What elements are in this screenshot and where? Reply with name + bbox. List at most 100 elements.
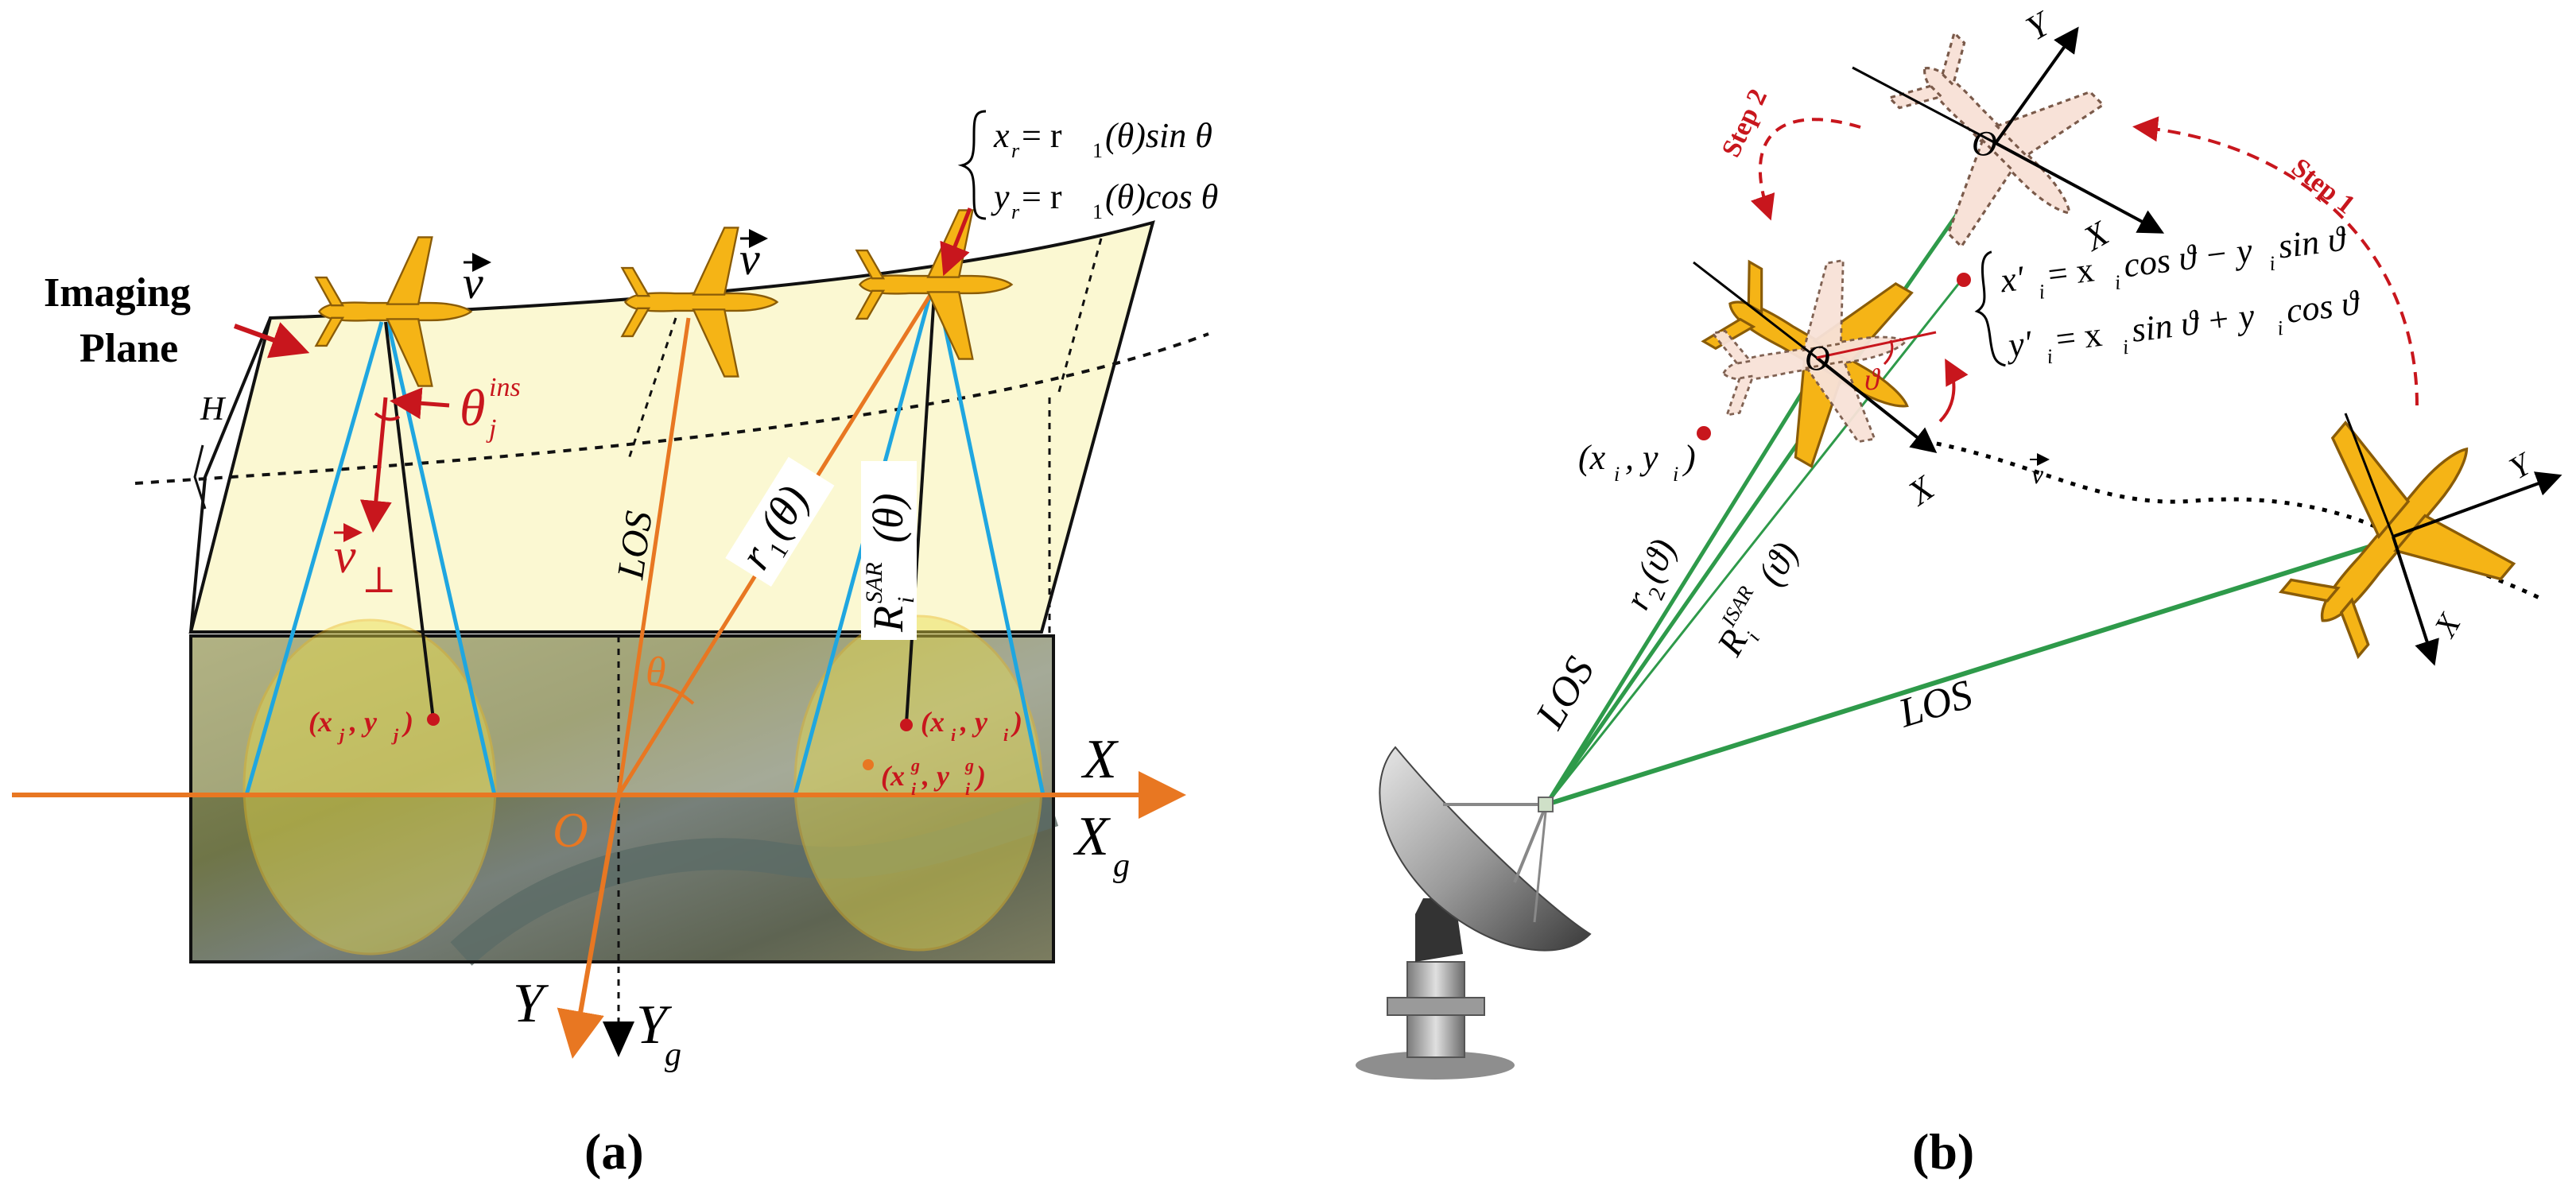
point-xy-b: [1697, 426, 1711, 440]
svg-text:= x: = x: [2046, 250, 2096, 294]
svg-text:R: R: [1709, 622, 1755, 663]
panel-b: Step 1 Step 2 O O Y X X Y X v ϑ (x i , y…: [1356, 0, 2562, 1180]
xr-yr-equations: x r = r 1 (θ)sin θ y r = r 1 (θ)cos θ: [957, 110, 1218, 223]
svg-text:i: i: [1003, 725, 1009, 745]
panel-a: H: [12, 110, 1218, 1180]
svg-text:Y: Y: [636, 994, 673, 1056]
los-label-a: LOS: [609, 509, 661, 583]
step1-label: Step 1: [2286, 153, 2360, 219]
svg-text:i: i: [1614, 463, 1620, 486]
x-right-label: X: [2426, 607, 2468, 644]
axis-y-top: [1994, 26, 2079, 145]
svg-text:): ): [1011, 706, 1022, 738]
svg-text:i: i: [2276, 316, 2285, 340]
svg-text:(θ)sin θ: (θ)sin θ: [1105, 116, 1212, 155]
los-line-a: [616, 317, 691, 796]
imaging-plane-side: [189, 317, 272, 633]
svg-text:r: r: [1011, 139, 1020, 162]
point-eq-b: [1957, 273, 1971, 287]
xg-axis-label: X g: [1073, 806, 1130, 884]
axis-x-top: [1995, 141, 2165, 234]
svg-text:= r: = r: [1022, 177, 1062, 216]
svg-text:v: v: [2031, 460, 2044, 490]
svg-text:1: 1: [1092, 139, 1103, 162]
point-ig-label: (x g i , y g i ): [881, 755, 986, 799]
svg-text:j: j: [337, 725, 345, 745]
height-label: H: [200, 391, 227, 428]
origin-label-a: O: [553, 804, 588, 858]
axis-x-right: [2392, 536, 2439, 666]
svg-text:(ϑ): (ϑ): [1749, 535, 1806, 592]
svg-text:i: i: [951, 725, 956, 745]
theta-label: θ: [646, 649, 666, 695]
origin-top-label: O: [1972, 124, 1997, 163]
theta-mid-label: ϑ: [1864, 363, 1881, 397]
svg-text:): ): [1682, 438, 1696, 477]
theta-ins-label: θ ins j: [460, 373, 521, 444]
svg-text:x: x: [993, 116, 1010, 155]
svg-text:(x: (x: [921, 706, 945, 738]
range-line-right: [905, 293, 936, 724]
yg-arrow: [603, 1021, 634, 1057]
svg-text:i: i: [2121, 335, 2130, 359]
svg-text:1: 1: [1092, 200, 1103, 223]
yg-axis-label: Y g: [636, 994, 681, 1073]
svg-text:g: g: [910, 755, 920, 775]
svg-text:cos ϑ: cos ϑ: [2284, 283, 2363, 331]
point-j: [427, 713, 440, 726]
rotation-ref-line: [1816, 331, 1937, 359]
point-xy-b-label: (x i , y i ): [1578, 438, 1696, 486]
theta-ins-arc: [374, 412, 401, 421]
svg-text:, y: , y: [921, 760, 950, 792]
caption-b: (b): [1912, 1123, 1974, 1180]
rsar-label: R SAR i (θ): [861, 461, 919, 640]
point-i: [900, 719, 913, 731]
step2-label: Step 2: [1717, 84, 1773, 161]
svg-text:(x: (x: [1578, 438, 1606, 477]
r2-label: r 2 (ϑ): [1616, 533, 1684, 615]
y-right-label: Y: [2503, 444, 2539, 486]
svg-text:ISAR: ISAR: [1717, 582, 1758, 631]
svg-text:sin ϑ: sin ϑ: [2276, 219, 2349, 266]
x-axis-label: X: [1080, 729, 1119, 790]
svg-text:(θ)cos θ: (θ)cos θ: [1105, 177, 1218, 216]
y-top-label: Y: [2019, 3, 2059, 48]
los-line-b-right: [1546, 538, 2390, 807]
svg-text:i: i: [965, 779, 971, 799]
los-mid-label-b: LOS: [1893, 672, 1977, 737]
axis-y-right: [2392, 471, 2562, 538]
svg-text:g: g: [1113, 847, 1130, 884]
svg-text:i: i: [2268, 252, 2277, 276]
axis-neg-mid: [1693, 261, 1818, 359]
imaging-plane-arrow: [233, 322, 310, 359]
svg-text:sin ϑ + y: sin ϑ + y: [2129, 296, 2256, 350]
svg-text:cos ϑ − y: cos ϑ − y: [2121, 231, 2255, 285]
svg-text:R: R: [864, 606, 912, 633]
svg-text:i: i: [2046, 345, 2054, 369]
equation-arrow: [940, 207, 972, 277]
dashed-perp-2: [1056, 238, 1103, 398]
los-line-b-top: [1544, 140, 2010, 806]
river: [450, 795, 1059, 966]
svg-text:g: g: [665, 1037, 681, 1073]
caption-a: (a): [584, 1123, 644, 1180]
rotation-equations: x′ i = x i cos ϑ − y i sin ϑ y′ i = x i …: [1974, 219, 2363, 369]
v-perp-label: v ⊥: [334, 523, 396, 600]
theta-arc-mid: [1883, 339, 1894, 366]
svg-text:i: i: [2038, 280, 2046, 304]
svg-text:, y: , y: [349, 706, 378, 738]
y-axis: [557, 794, 621, 1059]
step2-arrow: [1750, 118, 1861, 221]
svg-text:, y: , y: [1625, 438, 1658, 477]
point-i-label: (x i , y i ): [921, 706, 1022, 745]
y-axis-label: Y: [513, 973, 549, 1034]
svg-text:(x: (x: [881, 760, 905, 792]
svg-text:θ: θ: [460, 379, 485, 437]
svg-text:SAR: SAR: [861, 562, 887, 603]
velocity-label-b: v: [2030, 453, 2050, 490]
velocity-label-1: v: [463, 257, 483, 308]
axis-x-mid: [1815, 356, 1938, 453]
svg-text:= r: = r: [1022, 116, 1062, 155]
svg-text:= x: = x: [2054, 315, 2104, 359]
svg-text:(ϑ): (ϑ): [1629, 533, 1684, 588]
